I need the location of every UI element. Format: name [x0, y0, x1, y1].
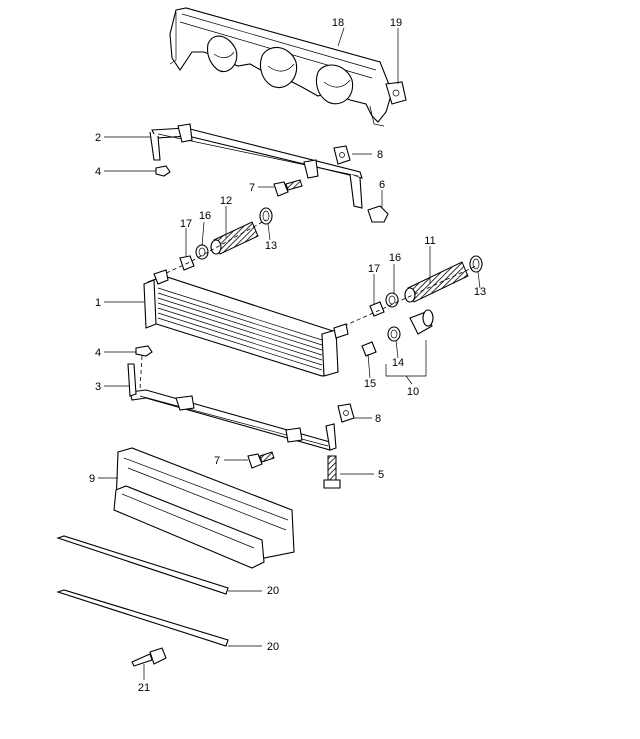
upper-bracket-part: [149, 123, 363, 209]
callout-label: 20: [267, 641, 279, 653]
callout-label: 13: [265, 240, 277, 252]
o-ring-part-16-right: [385, 292, 399, 308]
callout-label: 16: [389, 252, 401, 264]
callout-label: 12: [220, 195, 232, 207]
seal-part-15: [361, 341, 377, 357]
callout-label: 2: [95, 132, 101, 144]
trim-strip-part-20-lower: [56, 589, 229, 647]
screw-part-7-lower: [247, 451, 275, 469]
clip-nut-part-19: [385, 81, 407, 105]
callout-label: 11: [424, 235, 435, 247]
callout-label: 9: [89, 473, 95, 485]
nut-part-4-lower: [135, 345, 153, 357]
callout-label: 8: [377, 149, 383, 161]
alignment-line-lower: [139, 355, 143, 391]
callout-label: 18: [332, 17, 344, 29]
callout-label: 13: [474, 286, 486, 298]
o-ring-part-16-left: [195, 244, 209, 260]
callout-label: 6: [379, 179, 385, 191]
callout-label: 1: [95, 297, 101, 309]
hose-clamp-part-13-right: [469, 255, 483, 273]
callout-label: 14: [392, 357, 404, 369]
callout-label: 20: [267, 585, 279, 597]
hose-clamp-part-13-left: [259, 207, 273, 225]
leader-lines: [98, 27, 481, 680]
o-ring-part-14: [387, 326, 401, 342]
radiator-part: [143, 269, 349, 377]
callout-label: 7: [214, 455, 220, 467]
hose-part-12: [210, 221, 259, 255]
callout-label: 21: [138, 682, 150, 694]
lower-air-duct-part: [113, 447, 295, 569]
upper-air-duct-part: [169, 7, 393, 127]
lower-bracket-part: [127, 363, 337, 451]
rivet-part-21: [131, 647, 167, 667]
callout-label: 19: [390, 17, 402, 29]
callout-label: 4: [95, 166, 101, 178]
bolt-part-5: [323, 455, 341, 489]
fitting-part-10: [409, 309, 434, 335]
callout-label: 17: [368, 263, 380, 275]
screw-part-7-upper: [273, 179, 303, 197]
clip-part-8-upper: [333, 145, 351, 165]
callout-label: 7: [249, 182, 255, 194]
clip-part-8-lower: [337, 403, 355, 423]
hose-part-11: [404, 261, 469, 303]
callout-label: 3: [95, 381, 101, 393]
callouts: 1 2 3 4 4 5 6 7 7 8 8 9 10 11 12 13 13 1…: [89, 17, 486, 694]
callout-label: 15: [364, 378, 376, 390]
seal-part-17-right: [369, 301, 385, 317]
callout-label: 4: [95, 347, 101, 359]
callout-label: 10: [407, 386, 419, 398]
clip-part-6: [367, 205, 389, 223]
callout-label: 16: [199, 210, 211, 222]
trim-strip-part-20-upper: [56, 535, 229, 595]
callout-label: 5: [378, 469, 384, 481]
callout-label: 8: [375, 413, 381, 425]
callout-label: 17: [180, 218, 192, 230]
nut-part-4-upper: [155, 165, 171, 177]
